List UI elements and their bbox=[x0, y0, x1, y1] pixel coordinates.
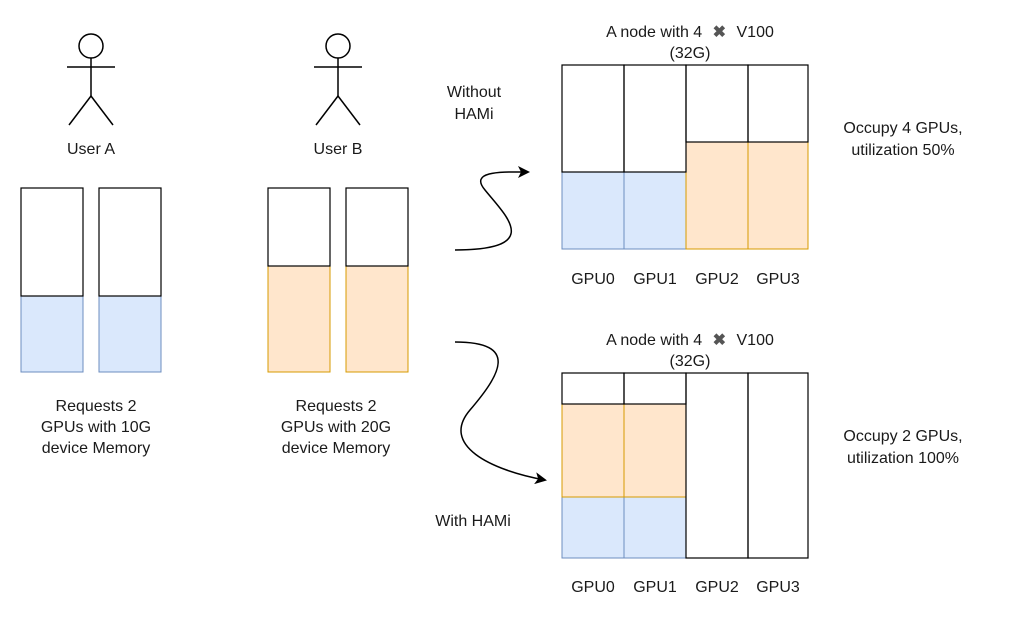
node-title-with-hami: A node with 4 ✖ V100 bbox=[580, 330, 800, 351]
node-title-suffix: V100 bbox=[736, 24, 774, 41]
user-a-gpus bbox=[20, 187, 162, 373]
user-a-head bbox=[78, 33, 104, 59]
user-a-label: User A bbox=[66, 141, 115, 158]
with-hami-label: With HAMi bbox=[435, 513, 511, 530]
node-memory-with-hami: (32G) bbox=[669, 353, 711, 370]
gpu-label: GPU1 bbox=[633, 271, 677, 288]
user-a-gpu1-used bbox=[20, 295, 84, 373]
result-with-hami-line: Occupy 2 GPUs, bbox=[843, 428, 963, 445]
gpu-label: GPU0 bbox=[571, 579, 615, 596]
user-a-figure bbox=[67, 33, 115, 126]
gpu-label: GPU0 bbox=[571, 271, 615, 288]
gpu0-user-a-share bbox=[561, 171, 625, 250]
user-a-left-leg bbox=[68, 95, 92, 126]
result-without-hami-line: utilization 50% bbox=[851, 142, 955, 159]
user-b-gpu1-free bbox=[267, 187, 331, 267]
user-b-gpu1-used bbox=[267, 265, 331, 373]
user-b-label: User B bbox=[313, 141, 363, 158]
gpu1-free bbox=[623, 372, 687, 405]
user-b-request-line: Requests 2 bbox=[295, 398, 377, 415]
user-a-request-line: Requests 2 bbox=[55, 398, 137, 415]
gpu-label: GPU1 bbox=[633, 579, 677, 596]
node-title-prefix: A node with 4 bbox=[606, 332, 703, 349]
gpu0-user-a-share bbox=[561, 496, 625, 559]
gpu1-user-a-share bbox=[623, 171, 687, 250]
user-b-request-line: device Memory bbox=[281, 440, 391, 457]
node-memory-without-hami: (32G) bbox=[669, 45, 711, 62]
node-title-prefix: A node with 4 bbox=[606, 24, 703, 41]
user-a-gpu1-free bbox=[20, 187, 84, 297]
node-title-without-hami: A node with 4 ✖ V100 bbox=[580, 22, 800, 43]
gpu3-free bbox=[747, 64, 809, 143]
user-b-gpus bbox=[267, 187, 409, 373]
node-without-hami bbox=[561, 64, 809, 250]
user-a-right-leg bbox=[90, 95, 114, 126]
user-b-head bbox=[325, 33, 351, 59]
gpu2-free bbox=[685, 372, 749, 559]
user-b-right-leg bbox=[337, 95, 361, 126]
user-b-gpu2-used bbox=[345, 265, 409, 373]
gpu-label: GPU2 bbox=[695, 579, 739, 596]
user-b-left-leg bbox=[315, 95, 339, 126]
gpu-label: GPU3 bbox=[756, 579, 800, 596]
gpu3-user-b-share bbox=[747, 141, 809, 250]
user-a-gpu2-free bbox=[98, 187, 162, 297]
without-hami-label-line: HAMi bbox=[454, 106, 494, 123]
without-hami-arrow bbox=[454, 165, 530, 251]
gpu-label: GPU2 bbox=[695, 271, 739, 288]
user-b-gpu2-free bbox=[345, 187, 409, 267]
gpu-label: GPU3 bbox=[756, 271, 800, 288]
gpu0-user-b-share bbox=[561, 403, 625, 498]
user-b-figure bbox=[314, 33, 362, 126]
without-hami-label-line: Without bbox=[446, 84, 502, 101]
gpu1-user-b-share bbox=[623, 403, 687, 498]
gpu0-free bbox=[561, 64, 625, 173]
user-a-gpu2-used bbox=[98, 295, 162, 373]
times-icon: ✖ bbox=[712, 332, 727, 349]
result-without-hami-line: Occupy 4 GPUs, bbox=[843, 120, 963, 137]
user-a-request-line: device Memory bbox=[41, 440, 151, 457]
gpu1-user-a-share bbox=[623, 496, 687, 559]
user-b-request-line: GPUs with 20G bbox=[280, 419, 392, 436]
gpu0-free bbox=[561, 372, 625, 405]
node-title-suffix: V100 bbox=[736, 332, 774, 349]
user-a-request-line: GPUs with 10G bbox=[40, 419, 152, 436]
gpu2-user-b-share bbox=[685, 141, 749, 250]
gpu1-free bbox=[623, 64, 687, 173]
with-hami-arrow bbox=[454, 341, 547, 485]
gpu3-free bbox=[747, 372, 809, 559]
result-with-hami-line: utilization 100% bbox=[846, 450, 960, 467]
gpu2-free bbox=[685, 64, 749, 143]
node-with-hami bbox=[561, 372, 809, 559]
times-icon: ✖ bbox=[712, 24, 727, 41]
